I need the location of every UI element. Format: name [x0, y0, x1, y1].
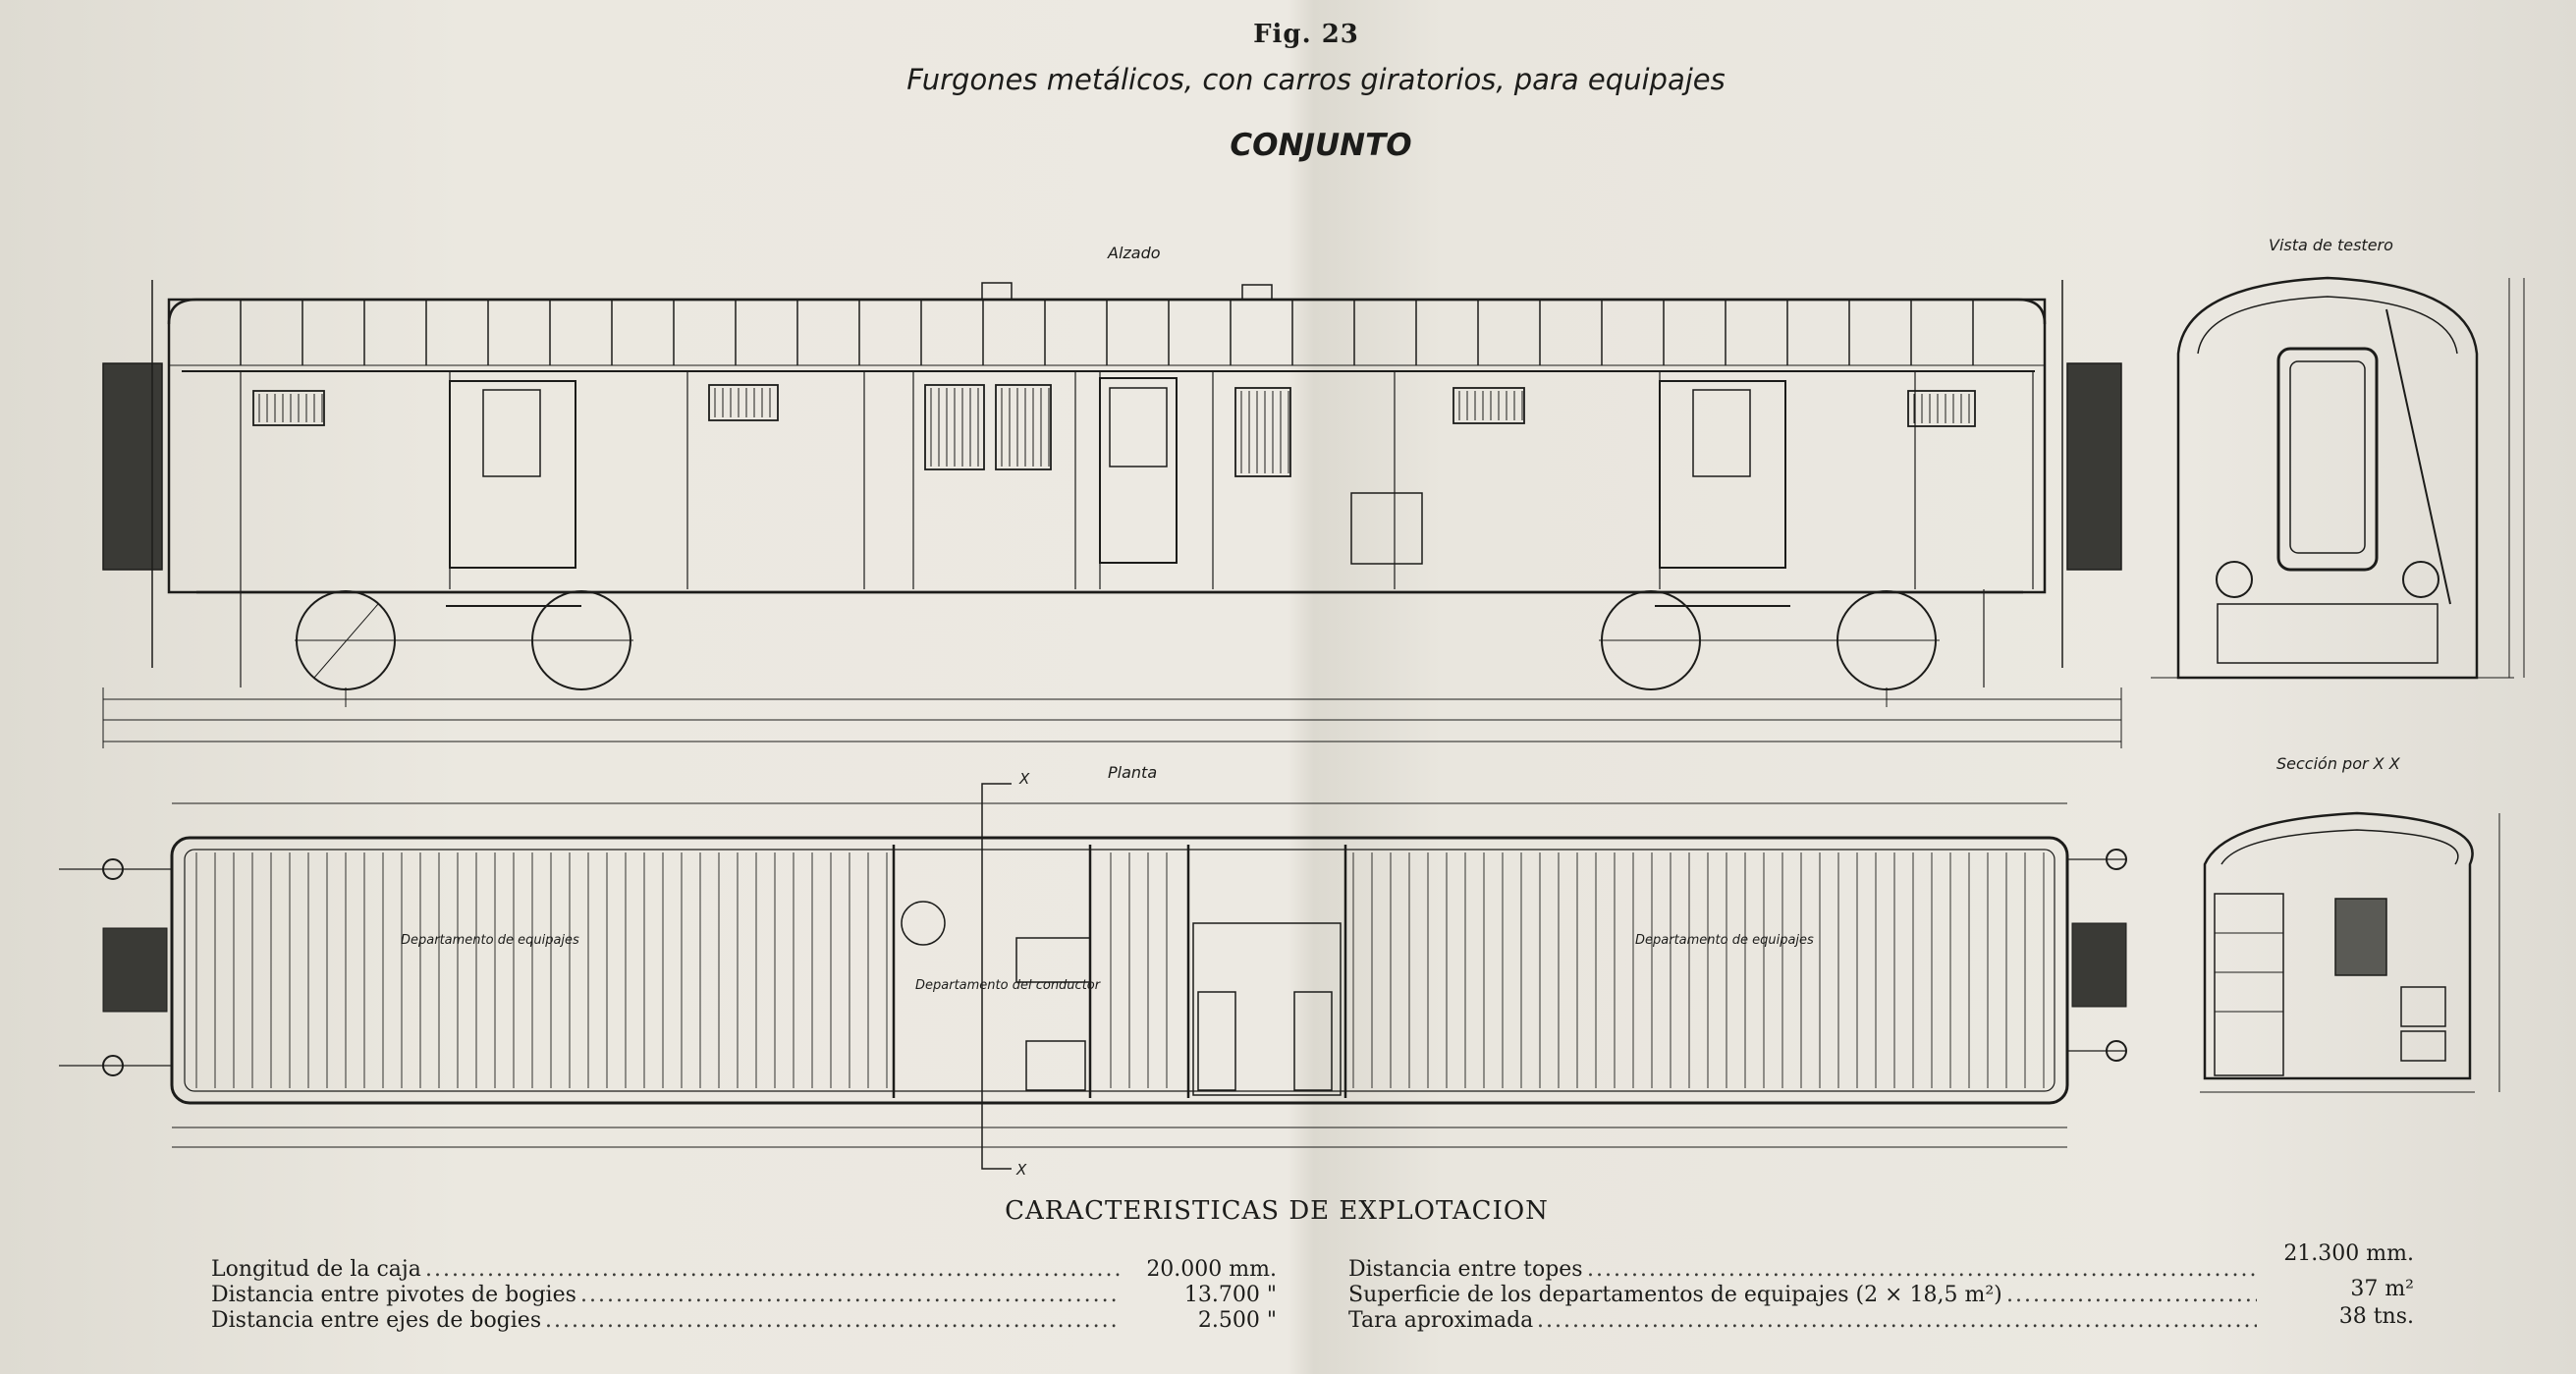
end-view-drawing — [2151, 276, 2525, 680]
figure-heading: CONJUNTO — [1230, 128, 1412, 163]
dot-leader: ........................................… — [1537, 1308, 2257, 1333]
spec-label: Tara aproximada — [1348, 1308, 1534, 1333]
spec-label: Superficie de los departamentos de equip… — [1348, 1283, 2002, 1307]
end-right-bellows — [2066, 362, 2122, 571]
door-left — [449, 380, 576, 569]
spec-row: Distancia entre topes ..................… — [1348, 1241, 2414, 1283]
spec-value: 13.700 " — [1183, 1283, 1277, 1307]
elevation-view — [102, 280, 2122, 748]
section-view-drawing — [2200, 811, 2500, 1093]
dot-leader: ........................................… — [425, 1257, 1120, 1282]
side-window — [1452, 387, 1525, 424]
side-window — [995, 384, 1052, 470]
spec-label: Longitud de la caja — [211, 1257, 421, 1282]
spec-value: 38 tns. — [2338, 1304, 2414, 1329]
plan-label-right-compartment: Departamento de equipajes — [1635, 933, 1814, 948]
characteristics-right-column: Distancia entre topes ..................… — [1348, 1241, 2414, 1341]
spec-value: 20.000 mm. — [1146, 1257, 1277, 1282]
dot-leader: ........................................… — [580, 1283, 1120, 1307]
spec-row: Superficie de los departamentos de equip… — [1348, 1277, 2414, 1308]
side-window — [924, 384, 985, 470]
plan-label: Planta — [1108, 763, 1158, 782]
dot-leader: ........................................… — [2006, 1283, 2257, 1307]
characteristics-left-column: Longitud de la caja ....................… — [211, 1257, 1277, 1346]
section-label: Sección por X X — [2276, 754, 2400, 773]
dot-leader: ........................................… — [545, 1308, 1120, 1333]
spec-row: Distancia entre ejes de bogies .........… — [211, 1308, 1277, 1334]
end-view-label: Vista de testero — [2269, 236, 2393, 254]
side-window — [1234, 387, 1291, 477]
plan-body — [170, 836, 2069, 1105]
side-window — [708, 384, 779, 421]
characteristics-heading: CARACTERISTICAS DE EXPLOTACION — [1005, 1196, 1549, 1226]
spec-value: 21.300 mm. — [2283, 1241, 2414, 1266]
side-windows — [252, 384, 1976, 477]
end-left-bellows — [102, 362, 163, 571]
elevation-label: Alzado — [1108, 244, 1161, 262]
section-marker-top: X — [1019, 770, 1030, 788]
spec-row: Longitud de la caja ....................… — [211, 1257, 1277, 1283]
plan-view — [59, 783, 2127, 1170]
vent-grille — [1350, 492, 1423, 565]
door-center — [1099, 377, 1178, 564]
spec-value: 37 m² — [2350, 1277, 2414, 1301]
figure-number: Fig. 23 — [1253, 20, 1359, 49]
spec-label: Distancia entre ejes de bogies — [211, 1308, 542, 1333]
figure-subtitle: Furgones metálicos, con carros giratorio… — [906, 63, 1726, 96]
bogie-right — [1599, 590, 1940, 690]
floor-slats — [195, 852, 2045, 1088]
spec-row: Tara aproximada ........................… — [1348, 1304, 2414, 1334]
door-right — [1659, 380, 1786, 569]
section-marker-bottom: X — [1016, 1161, 1027, 1179]
spec-row: Distancia entre pivotes de bogies ......… — [211, 1283, 1277, 1308]
side-window — [252, 390, 325, 426]
spec-label: Distancia entre pivotes de bogies — [211, 1283, 576, 1307]
bogie-left — [295, 590, 633, 690]
plan-label-left-compartment: Departamento de equipajes — [401, 933, 579, 948]
dot-leader: ........................................… — [1587, 1257, 2257, 1282]
side-window — [1907, 390, 1976, 427]
roof-ribs — [240, 300, 1974, 365]
spec-value: 2.500 " — [1197, 1308, 1277, 1333]
spec-label: Distancia entre topes — [1348, 1257, 1583, 1282]
body-panels — [240, 371, 2034, 589]
